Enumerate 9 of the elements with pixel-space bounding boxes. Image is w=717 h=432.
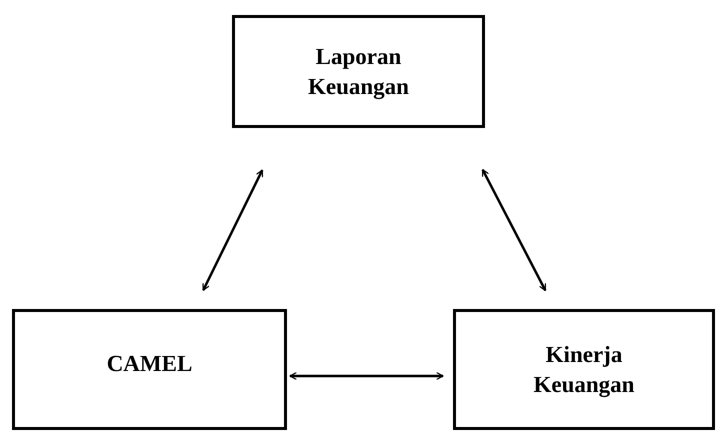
box-label: Kinerja Keuangan <box>532 340 636 400</box>
process-box <box>232 15 485 128</box>
double-arrow <box>289 372 444 380</box>
box-label: CAMEL <box>106 350 192 378</box>
double-arrow <box>482 169 546 291</box>
process-box <box>12 309 287 430</box>
process-box <box>453 309 715 430</box>
box-label: Laporan Keuangan <box>307 42 410 102</box>
double-arrow <box>202 170 264 291</box>
